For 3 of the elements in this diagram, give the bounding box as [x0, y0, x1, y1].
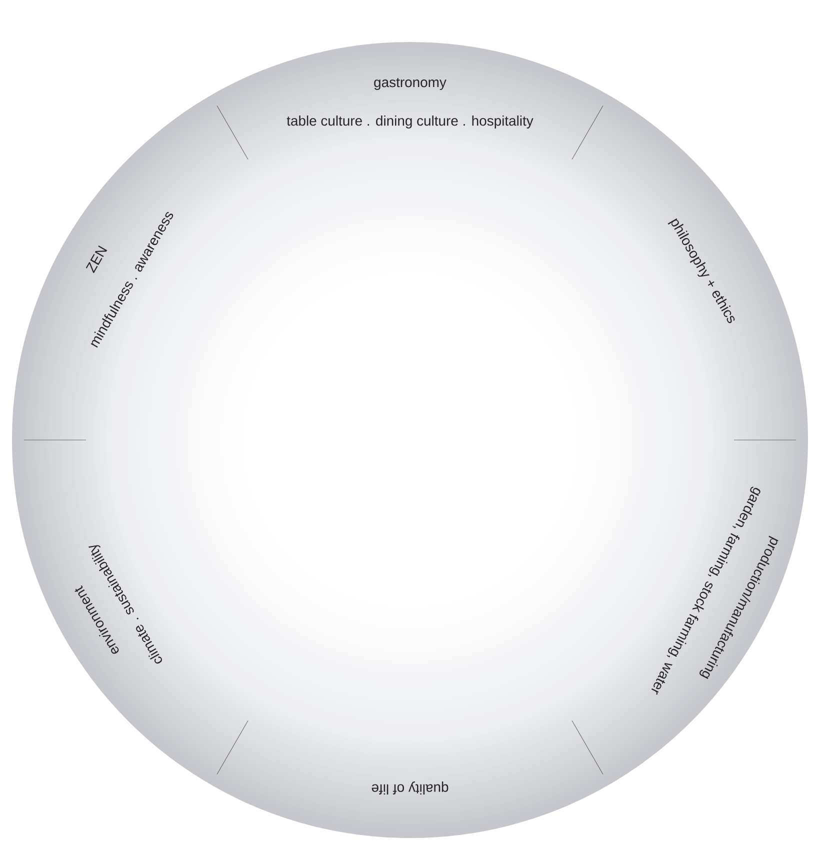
ring-label: table culture . dining culture . hospitality	[286, 116, 534, 128]
ring-label: gastronomy	[374, 78, 446, 90]
ring-label: quality of life	[372, 782, 448, 794]
